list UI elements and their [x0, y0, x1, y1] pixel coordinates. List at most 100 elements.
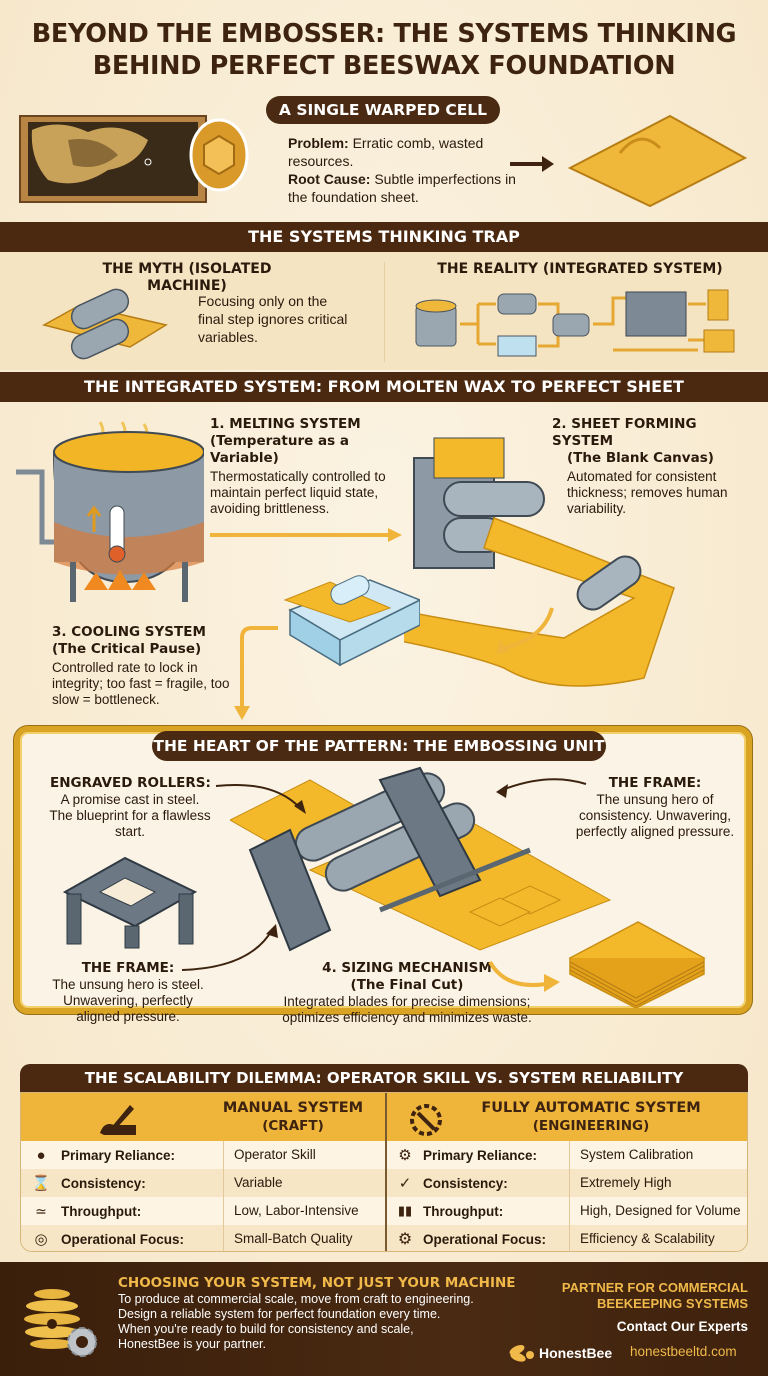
warped-comb-frame-illustration	[18, 110, 208, 205]
column-divider	[385, 1093, 387, 1251]
automatic-row-value: Efficiency & Scalability	[569, 1225, 715, 1251]
page-title: BEYOND THE EMBOSSER: THE SYSTEMS THINKIN…	[0, 18, 768, 82]
frame-right-callout-arrow	[488, 774, 588, 804]
manual-row-value: Low, Labor-Intensive	[223, 1197, 359, 1225]
sizing-mechanism-callout: 4. SIZING MECHANISM (The Final Cut) Inte…	[262, 960, 552, 1026]
arrow-cooling-to-embossing	[232, 624, 282, 724]
step-3-text: Controlled rate to lock in integrity; to…	[52, 660, 230, 707]
root-cause-label: Root Cause:	[288, 171, 371, 187]
systems-thinking-trap-band: THE SYSTEMS THINKING TRAP	[0, 222, 768, 252]
step-2-title: 2. SHEET FORMING SYSTEM	[552, 416, 697, 449]
embossing-machine-illustration	[230, 760, 620, 960]
step-3-subtitle: (The Critical Pause)	[52, 641, 202, 657]
step-2-text: Automated for consistent thickness; remo…	[567, 469, 728, 516]
engraved-rollers-title: ENGRAVED ROLLERS:	[50, 775, 211, 791]
title-line-1: BEYOND THE EMBOSSER: THE SYSTEMS THINKIN…	[31, 19, 737, 49]
manual-header-subtitle: (CRAFT)	[262, 1118, 324, 1134]
beehive-gear-icon	[22, 1282, 102, 1362]
partner-line-1: PARTNER FOR COMMERCIAL	[561, 1280, 748, 1295]
contact-experts[interactable]: Contact Our Experts	[616, 1319, 748, 1334]
sheet-forming-illustration	[404, 418, 704, 698]
frame-left-text: The unsung hero is steel. Unwavering, pe…	[52, 977, 204, 1024]
gear-icon: ⚙	[398, 1147, 412, 1164]
frame-right-title: THE FRAME:	[608, 775, 702, 791]
manual-row-consistency: ⌛ Consistency: Variable	[21, 1169, 385, 1197]
automatic-header: FULLY AUTOMATIC SYSTEM (ENGINEERING)	[471, 1099, 711, 1135]
trap-divider	[384, 262, 385, 362]
title-line-2: BEHIND PERFECT BEESWAX FOUNDATION	[92, 51, 676, 81]
engraved-rollers-text: A promise cast in steel. The blueprint f…	[49, 792, 211, 839]
automatic-header-title: FULLY AUTOMATIC SYSTEM	[481, 1100, 701, 1116]
footer-line-3: When you're ready to build for consisten…	[118, 1322, 414, 1336]
manual-row-label: Consistency:	[61, 1175, 146, 1191]
footer-message: CHOOSING YOUR SYSTEM, NOT JUST YOUR MACH…	[118, 1274, 518, 1352]
step-2-sheet-forming: 2. SHEET FORMING SYSTEM (The Blank Canva…	[552, 416, 762, 517]
automatic-row-value: System Calibration	[569, 1141, 693, 1169]
integrated-system-band: THE INTEGRATED SYSTEM: FROM MOLTEN WAX T…	[0, 372, 768, 402]
frame-right-callout: THE FRAME: The unsung hero of consistenc…	[560, 775, 750, 840]
problem-text: Erratic comb, wasted resources.	[288, 135, 484, 169]
arrow-to-stack	[486, 960, 566, 1000]
manual-row-throughput: ≃ Throughput: Low, Labor-Intensive	[21, 1197, 385, 1225]
step-3-title: 3. COOLING SYSTEM	[52, 624, 206, 640]
check-circle-icon: ✓	[398, 1175, 412, 1192]
automatic-row-value: High, Designed for Volume	[569, 1197, 741, 1225]
brand-name: HonestBee	[539, 1345, 613, 1361]
snail-icon: ≃	[35, 1202, 47, 1219]
automatic-row-label: Operational Focus:	[423, 1231, 547, 1247]
automatic-row-primary-reliance: ⚙ Primary Reliance: System Calibration	[387, 1141, 747, 1169]
step-3-cooling: 3. COOLING SYSTEM (The Critical Pause) C…	[52, 624, 252, 708]
manual-header: MANUAL SYSTEM (CRAFT)	[221, 1099, 365, 1135]
cog-icon: ⚙	[397, 1231, 413, 1248]
footer-heading: CHOOSING YOUR SYSTEM, NOT JUST YOUR MACH…	[118, 1275, 516, 1291]
target-icon: ◎	[34, 1231, 48, 1248]
integrated-system-flow-illustration	[408, 284, 748, 364]
frame-left-callout: THE FRAME: The unsung hero is steel. Unw…	[28, 960, 228, 1025]
automatic-row-operational-focus: ⚙ Operational Focus: Efficiency & Scalab…	[387, 1225, 747, 1251]
frame-left-callout-arrow	[180, 924, 280, 974]
myth-text: Focusing only on the final step ignores …	[198, 293, 348, 345]
warped-foundation-sheet-illustration	[560, 108, 750, 208]
frame-stand-illustration	[55, 852, 205, 952]
automatic-row-label: Consistency:	[423, 1175, 508, 1191]
manual-row-operational-focus: ◎ Operational Focus: Small-Batch Quality	[21, 1225, 385, 1251]
website-link[interactable]: honestbeeltd.com	[630, 1344, 737, 1359]
myth-title: THE MYTH (ISOLATED MACHINE)	[102, 261, 272, 294]
root-cause-text: Subtle imperfections in the foundation s…	[288, 171, 516, 205]
rollers-callout-arrow	[214, 780, 314, 820]
footer-line-1: To produce at commercial scale, move fro…	[118, 1292, 474, 1306]
automatic-row-label: Throughput:	[423, 1203, 504, 1219]
scalability-dilemma-band: THE SCALABILITY DILEMMA: OPERATOR SKILL …	[20, 1064, 748, 1092]
step-1-melting: 1. MELTING SYSTEM (Temperature as a Vari…	[210, 416, 410, 517]
manual-header-icon	[96, 1103, 144, 1137]
sizing-subtitle: (The Final Cut)	[350, 977, 464, 993]
manual-header-title: MANUAL SYSTEM	[222, 1100, 364, 1116]
reality-title: THE REALITY (INTEGRATED SYSTEM)	[437, 261, 723, 277]
hourglass-icon: ⌛	[31, 1175, 51, 1192]
sizing-title: 4. SIZING MECHANISM	[322, 960, 492, 976]
warped-cell-text: Problem: Erratic comb, wasted resources.…	[288, 134, 524, 206]
honestbee-logo: HonestBee	[508, 1342, 612, 1364]
embossing-unit-pill: THE HEART OF THE PATTERN: THE EMBOSSING …	[152, 731, 606, 761]
arrow-right-icon	[508, 154, 556, 174]
manual-row-value: Small-Batch Quality	[223, 1225, 353, 1251]
footer: CHOOSING YOUR SYSTEM, NOT JUST YOUR MACH…	[0, 1262, 768, 1376]
automatic-row-value: Extremely High	[569, 1169, 672, 1197]
manual-row-label: Throughput:	[61, 1203, 142, 1219]
arrow-melting-to-forming	[210, 527, 405, 543]
automatic-header-subtitle: (ENGINEERING)	[532, 1118, 650, 1134]
manual-row-label: Operational Focus:	[61, 1231, 185, 1247]
automatic-header-icon	[406, 1103, 446, 1137]
engraved-rollers-callout: ENGRAVED ROLLERS: A promise cast in stee…	[40, 775, 220, 840]
comparison-table-header	[21, 1093, 747, 1141]
problem-label: Problem:	[288, 135, 349, 151]
bee-logo-icon	[509, 1345, 534, 1362]
sizing-text: Integrated blades for precise dimensions…	[282, 994, 532, 1025]
manual-row-value: Variable	[223, 1169, 283, 1197]
comparison-table: MANUAL SYSTEM (CRAFT) FULLY AUTOMATIC SY…	[20, 1092, 748, 1252]
melting-pot-illustration	[14, 412, 204, 612]
frame-right-text: The unsung hero of consistency. Unwaveri…	[575, 792, 735, 839]
manual-row-primary-reliance: ● Primary Reliance: Operator Skill	[21, 1141, 385, 1169]
isolated-rollers-icon	[40, 285, 170, 360]
partner-line-2: BEEKEEPING SYSTEMS	[597, 1296, 748, 1311]
